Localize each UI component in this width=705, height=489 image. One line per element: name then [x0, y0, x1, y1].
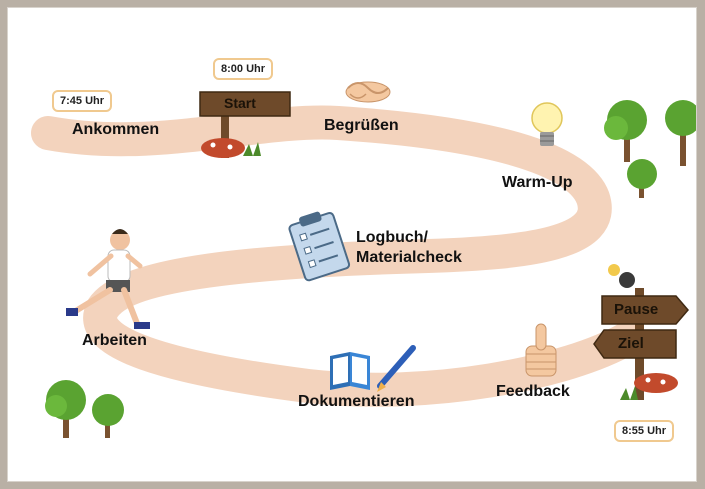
diagram-canvas: 7:45 Uhr 8:00 Uhr 8:55 Uhr Start Pause Z…	[8, 8, 696, 481]
road-scene	[31, 81, 696, 438]
trees-bottom-left	[45, 380, 124, 438]
thumbs-up-icon	[525, 323, 557, 377]
book-pen-icon	[330, 345, 416, 392]
start-signpost	[199, 91, 291, 158]
sign-start: Start	[224, 95, 256, 111]
step-arbeiten: Arbeiten	[82, 332, 147, 349]
winding-path	[31, 105, 645, 407]
end-signpost	[593, 264, 689, 400]
runner-icon	[66, 229, 150, 329]
step-ankommen: Ankommen	[72, 121, 160, 138]
sign-pause: Pause	[614, 301, 659, 318]
clipboard-icon	[288, 211, 351, 282]
step-dokumentieren: Dokumentieren	[298, 393, 415, 410]
step-warm-up: Warm-Up	[502, 174, 573, 191]
time-start: 8:00 Uhr	[213, 58, 274, 80]
step-begruessen: Begrüßen	[324, 117, 399, 134]
step-feedback: Feedback	[496, 383, 570, 400]
time-arrival: 7:45 Uhr	[52, 90, 113, 112]
sign-ziel: Ziel	[618, 335, 644, 352]
step-logbuch: Logbuch/ Materialcheck	[356, 229, 462, 266]
trees-top-right	[604, 100, 696, 198]
time-end: 8:55 Uhr	[614, 420, 675, 442]
lightbulb-icon	[531, 102, 563, 146]
handshake-icon	[345, 81, 391, 103]
